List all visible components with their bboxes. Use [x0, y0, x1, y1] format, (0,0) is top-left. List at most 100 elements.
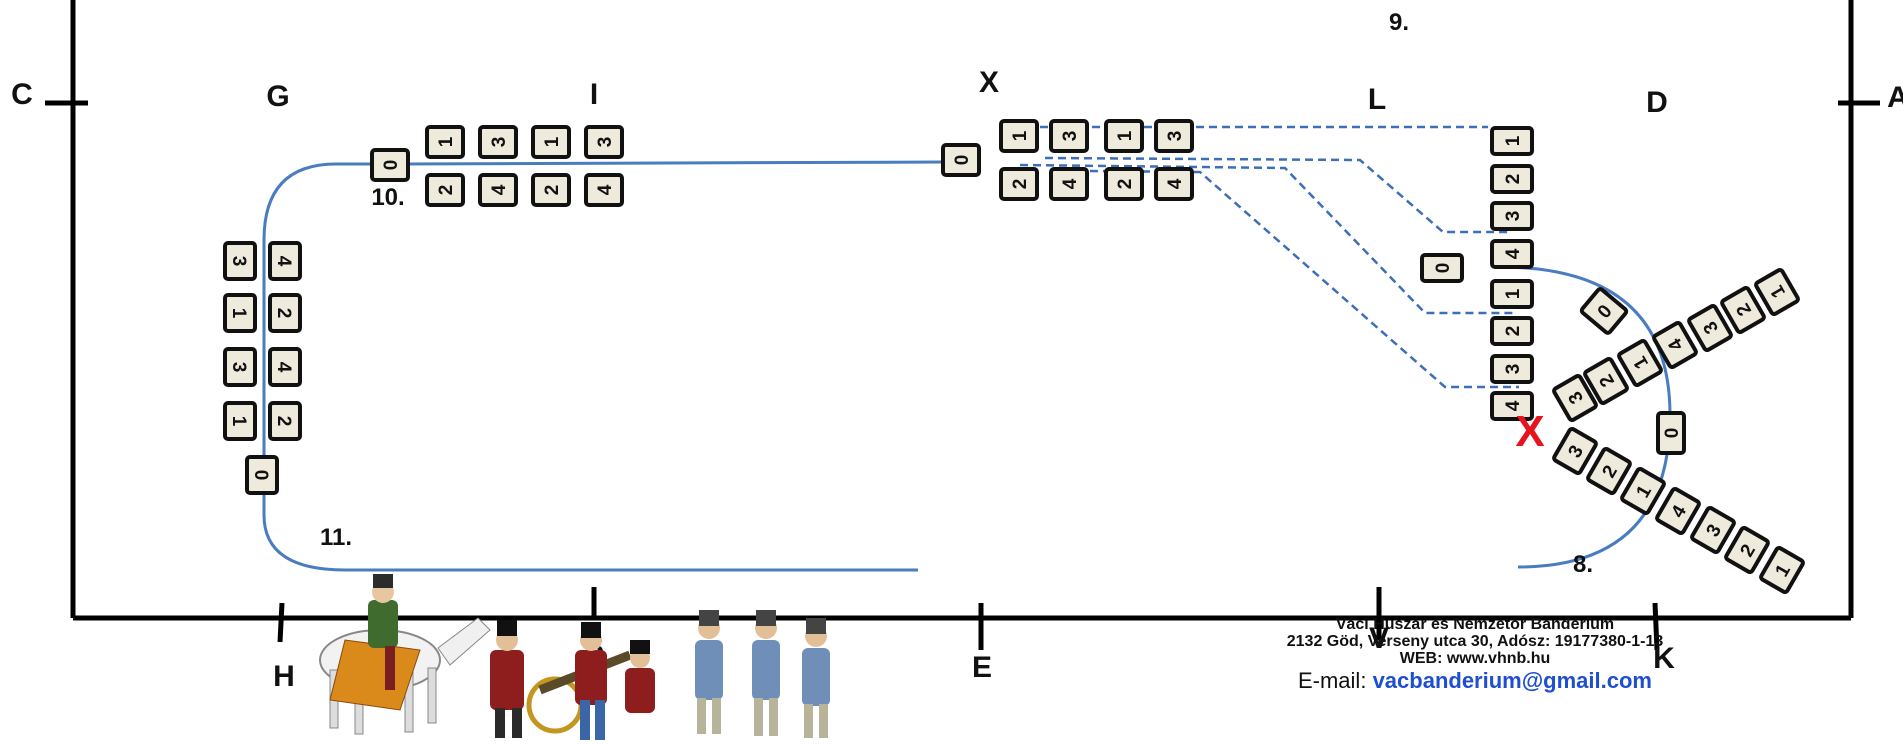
zone-number-9: 9. [1389, 9, 1409, 36]
station-g-left-3-frame [223, 347, 257, 387]
station-i-bottom-4-label: 4 [595, 184, 616, 195]
station-d-upper-7: 1 [1754, 268, 1800, 316]
station-d-upper-6-frame [1720, 286, 1766, 334]
station-i-top-2-frame [478, 125, 518, 159]
station-l-zero-label: 0 [1433, 263, 1454, 274]
station-i-top-1: 1 [425, 125, 465, 159]
station-l-zero-frame [1420, 253, 1464, 283]
station-x-bottom-3-label: 2 [1115, 179, 1136, 190]
station-i-bottom-2-frame [478, 173, 518, 207]
station-d-upper-3-frame [1617, 339, 1663, 387]
station-i-bottom-1-label: 2 [436, 185, 457, 196]
station-i-zero-label: 0 [381, 160, 402, 171]
station-d-upper-4: 4 [1652, 321, 1698, 369]
footer-email-label: E-mail: [1297, 668, 1367, 693]
station-g-left-3: 3 [223, 347, 257, 387]
station-d-lower-3: 1 [1620, 467, 1666, 515]
station-l-7-label: 3 [1503, 364, 1524, 375]
station-l-4: 4 [1490, 239, 1534, 269]
station-d-lower-3-frame [1620, 467, 1666, 515]
station-i-bottom-4-frame [584, 173, 624, 207]
station-g-zero-label: 0 [250, 470, 271, 481]
hussar-illustration [319, 574, 830, 740]
standing-hussar-figures [695, 610, 830, 738]
station-d-upper-1-frame [1552, 374, 1598, 422]
station-d-zero-right: 0 [1656, 411, 1686, 455]
station-i-bottom-3: 2 [531, 173, 571, 207]
station-i-zero: 0 [370, 148, 410, 182]
footer-org-name: Váci Huszár és Nemzetőr Bandérium [1335, 616, 1615, 633]
station-g-left-2-frame [223, 293, 257, 333]
station-g-left-1-frame [223, 241, 257, 281]
station-i-top-2-label: 3 [489, 137, 510, 148]
zone-number-8: 8. [1573, 551, 1593, 578]
station-g-right-3-frame [268, 347, 302, 387]
station-x-bottom-1-label: 2 [1010, 179, 1031, 190]
station-i-bottom-1: 2 [425, 173, 465, 207]
station-x-bottom-3: 2 [1104, 167, 1144, 201]
letter-v: V [1369, 622, 1389, 655]
station-l-5-frame [1490, 279, 1534, 309]
station-d-upper-2: 2 [1583, 357, 1629, 405]
footer-email-line: E-mail: vacbanderium@gmail.com [1195, 667, 1755, 695]
station-l-3-frame [1490, 201, 1534, 231]
station-g-left-2: 1 [223, 293, 257, 333]
station-x-top-4: 3 [1154, 119, 1194, 153]
station-i-top-4-frame [584, 125, 624, 159]
station-x-top-3-label: 1 [1115, 130, 1136, 141]
station-g-right-2-label: 2 [273, 308, 294, 319]
station-i-top-4-label: 3 [595, 137, 616, 148]
station-d-lower-4-frame [1655, 487, 1701, 535]
station-i-bottom-2: 4 [478, 173, 518, 207]
station-d-lower-5-frame [1690, 506, 1736, 554]
station-l-zero: 0 [1420, 253, 1464, 283]
station-x-bottom-2-label: 4 [1060, 178, 1081, 189]
red-x-marker: X [1515, 407, 1544, 456]
station-i-top-3-label: 1 [542, 136, 563, 147]
horse-rider-figure [319, 574, 491, 735]
station-g-left-2-label: 1 [228, 308, 249, 319]
dashed-connectors [1019, 125, 1519, 389]
station-d-lower-1: 3 [1552, 427, 1598, 475]
station-g-left-1: 3 [223, 241, 257, 281]
station-l-6: 2 [1490, 316, 1534, 346]
letter-i: I [590, 78, 598, 111]
station-l-1: 1 [1490, 126, 1534, 156]
station-l-5: 1 [1490, 279, 1534, 309]
letter-a: A [1887, 81, 1903, 114]
station-l-8-label: 4 [1503, 400, 1524, 411]
station-x-bottom-1-frame [999, 167, 1039, 201]
station-x-top-2-frame [1049, 119, 1089, 153]
station-l-4-label: 4 [1503, 248, 1524, 259]
station-g-left-4-label: 1 [228, 416, 249, 427]
station-x-top-1-frame [999, 119, 1039, 153]
station-l-2-label: 2 [1503, 174, 1524, 185]
station-g-right-3: 4 [268, 347, 302, 387]
station-l-1-frame [1490, 126, 1534, 156]
letter-g: G [266, 80, 289, 113]
cannon-crew-figures [490, 620, 655, 740]
station-d-lower-4: 4 [1655, 487, 1701, 535]
station-i-top-1-frame [425, 125, 465, 159]
station-d-upper-2-frame [1583, 357, 1629, 405]
station-d-zero-right-label: 0 [1662, 428, 1683, 439]
station-d-zero-right-frame [1656, 411, 1686, 455]
station-g-right-4-frame [268, 401, 302, 441]
station-i-bottom-4: 4 [584, 173, 624, 207]
station-g-right-2: 2 [268, 293, 302, 333]
station-d-upper-5: 3 [1687, 304, 1733, 352]
station-d-upper-7-frame [1754, 268, 1800, 316]
zone-number-11: 11. [320, 524, 352, 551]
station-g-right-4-label: 2 [273, 416, 294, 427]
station-i-top-1-label: 1 [436, 136, 457, 147]
station-d-zero-top-frame [1579, 287, 1629, 335]
station-x-bottom-2: 4 [1049, 167, 1089, 201]
station-g-right-2-frame [268, 293, 302, 333]
station-x-top-4-frame [1154, 119, 1194, 153]
zone-numbers: 9. 10. 11. 8. [320, 9, 1593, 578]
station-i-bottom-3-label: 2 [542, 185, 563, 196]
station-d-upper-1: 3 [1552, 374, 1598, 422]
footer-email-link[interactable]: vacbanderium@gmail.com [1372, 668, 1652, 693]
organization-footer: Váci Huszár és Nemzetőr Bandérium 2132 G… [1195, 616, 1755, 695]
